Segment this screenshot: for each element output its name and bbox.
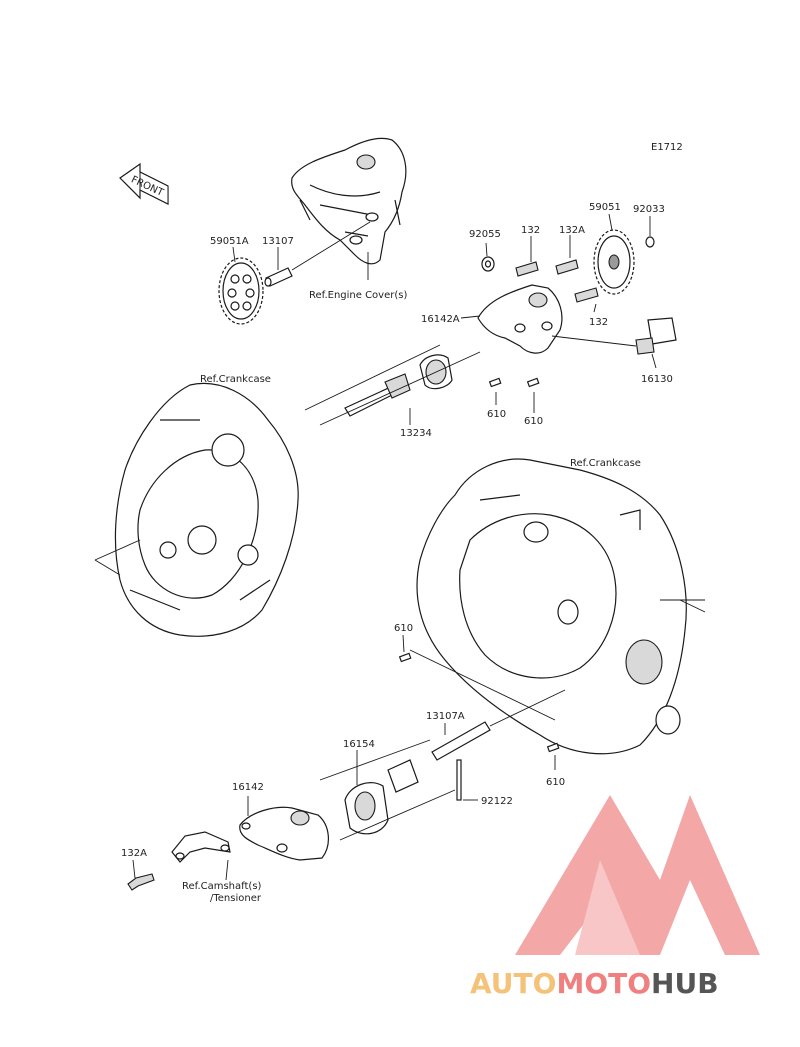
- fitting-16130: [551, 317, 677, 355]
- label-610-a: 610: [487, 409, 506, 420]
- bolt-132A-bottom: [127, 873, 155, 891]
- gear-59051A: [218, 257, 264, 325]
- label-610-b: 610: [524, 416, 543, 427]
- label-16142A: 16142A: [421, 314, 460, 325]
- shaft-13107A: [431, 689, 566, 761]
- label-132-top: 132: [521, 225, 540, 236]
- dowel-pins-lower: [398, 649, 560, 753]
- label-13107A: 13107A: [426, 711, 465, 722]
- gear-59051: [593, 229, 635, 295]
- label-16142: 16142: [232, 782, 264, 793]
- rotor-16154: [319, 739, 456, 841]
- engine-cover: [291, 137, 407, 265]
- label-610-c: 610: [394, 623, 413, 634]
- crankcase-right: [416, 458, 706, 755]
- label-59051A: 59051A: [210, 236, 249, 247]
- label-ref-camshaft: Ref.Camshaft(s): [182, 881, 262, 892]
- label-ref-tensioner: /Tensioner: [210, 893, 262, 904]
- pump-body-16142: [239, 806, 329, 861]
- label-92033: 92033: [633, 204, 665, 215]
- pin-92122: [456, 759, 462, 801]
- pin-13107: [264, 221, 371, 287]
- leader-lines: [132, 213, 657, 881]
- crankcase-left: [94, 382, 299, 637]
- washer-92055: [481, 256, 495, 272]
- bracket: [171, 831, 231, 863]
- svg-text:AUTOMOTOHUB: AUTOMOTOHUB: [470, 967, 719, 1000]
- label-610-d: 610: [546, 777, 565, 788]
- pump-cover-16142A: [477, 284, 563, 354]
- watermark-logo: [515, 795, 760, 955]
- label-16130: 16130: [641, 374, 673, 385]
- label-59051: 59051: [589, 202, 621, 213]
- dowel-pins-top: [488, 377, 540, 388]
- shaft-13234: [304, 344, 481, 426]
- watermark-moto: MOTO: [556, 967, 651, 1000]
- label-ref-crankcase-left: Ref.Crankcase: [200, 374, 271, 385]
- label-13234: 13234: [400, 428, 432, 439]
- label-132A-top: 132A: [559, 225, 585, 236]
- label-92122: 92122: [481, 796, 513, 807]
- label-16154: 16154: [343, 739, 375, 750]
- diagram-code: E1712: [651, 142, 683, 153]
- front-arrow: FRONT: [119, 162, 169, 205]
- watermark-auto: AUTO: [470, 967, 556, 1000]
- label-92055: 92055: [469, 229, 501, 240]
- ring-92033: [645, 236, 655, 248]
- label-13107: 13107: [262, 236, 294, 247]
- label-ref-engine-cover: Ref.Engine Cover(s): [309, 290, 407, 301]
- label-132A-bottom: 132A: [121, 848, 147, 859]
- part-labels: E1712 59051A 13107 Ref.Engine Cover(s) 9…: [121, 142, 683, 904]
- watermark-hub: HUB: [651, 967, 719, 1000]
- label-ref-crankcase-right: Ref.Crankcase: [570, 458, 641, 469]
- label-132-mid: 132: [589, 317, 608, 328]
- bolts-132: [515, 259, 599, 303]
- watermark-text: AUTOMOTOHUB: [470, 967, 719, 1000]
